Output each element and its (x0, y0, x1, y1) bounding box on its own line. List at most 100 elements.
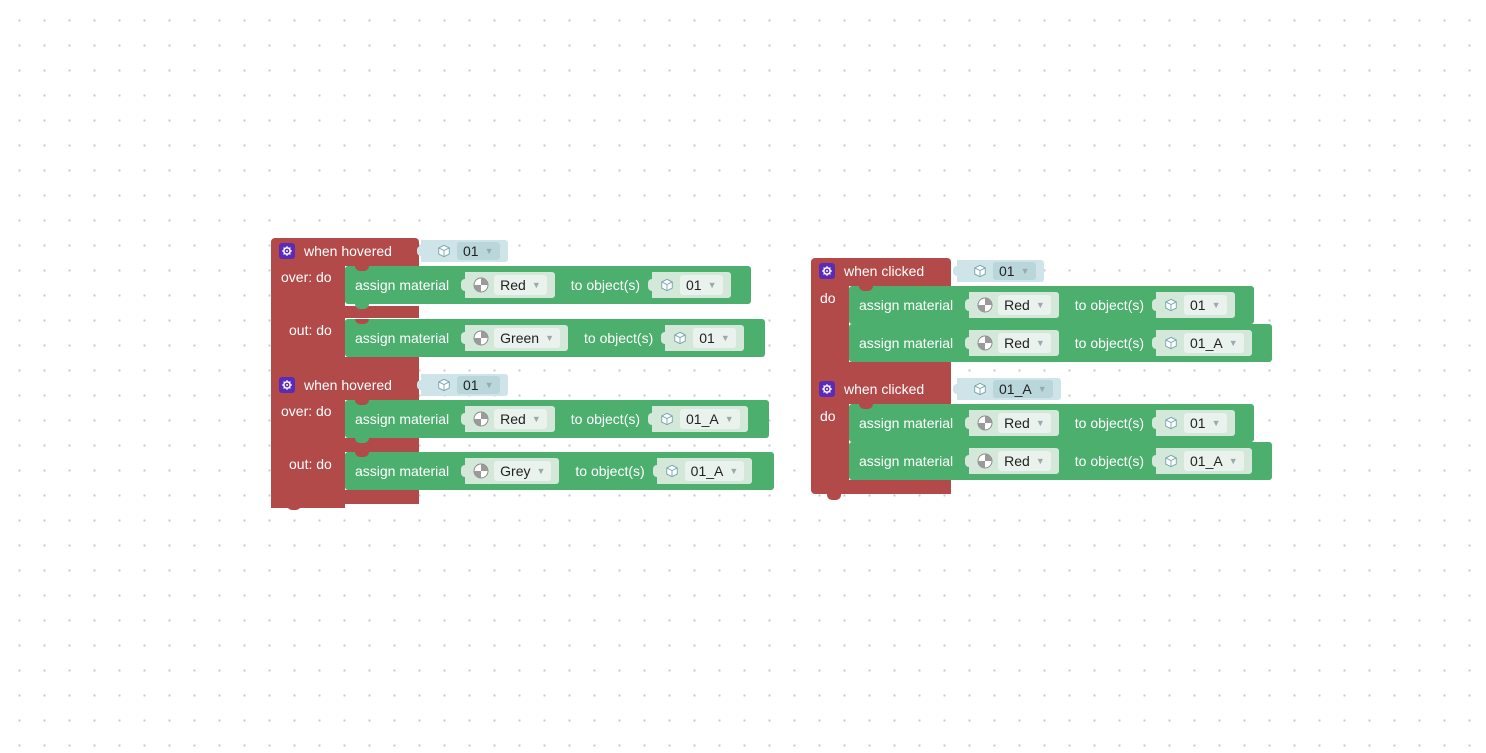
material-field[interactable]: Green▼ (461, 325, 568, 351)
event-object-field[interactable]: 01▼ (417, 240, 508, 262)
target-object-field[interactable]: 01_A▼ (648, 406, 748, 432)
material-dropdown[interactable]: Grey▼ (494, 461, 552, 481)
cube-icon (973, 382, 987, 396)
do-label: do (820, 290, 836, 306)
chevron-down-icon: ▼ (484, 380, 494, 390)
target-object-field[interactable]: 01▼ (1152, 410, 1235, 436)
event-header[interactable]: when hovered (271, 238, 419, 264)
to-objects-label: to object(s) (570, 277, 641, 293)
event-object-field[interactable]: 01▼ (417, 374, 508, 396)
cube-icon (1164, 454, 1178, 468)
cube-icon (665, 464, 679, 478)
assign-material-block[interactable]: assign material Grey▼ to object(s) 01_A▼ (345, 452, 774, 495)
over-do-label: over: do (281, 269, 332, 285)
target-object-dropdown[interactable]: 01_A▼ (1184, 333, 1244, 353)
to-objects-label: to object(s) (1074, 453, 1145, 469)
event-header[interactable]: when clicked (811, 258, 951, 284)
assign-material-label: assign material (859, 415, 954, 431)
event-body (811, 284, 849, 376)
cube-icon (660, 278, 674, 292)
event-body (811, 402, 849, 482)
cog-icon[interactable] (819, 263, 835, 279)
event-body (271, 398, 345, 508)
material-dropdown[interactable]: Red▼ (494, 275, 547, 295)
material-ball-icon (977, 453, 993, 469)
material-dropdown[interactable]: Red▼ (998, 333, 1051, 353)
chevron-down-icon: ▼ (531, 280, 541, 290)
to-objects-label: to object(s) (575, 463, 645, 479)
cog-icon[interactable] (279, 243, 295, 259)
chevron-down-icon: ▼ (1211, 418, 1221, 428)
event-arm (345, 398, 419, 400)
target-object-field[interactable]: 01▼ (648, 272, 731, 298)
assign-material-block[interactable]: assign material Red▼ to object(s) 01_A▼ (849, 324, 1272, 367)
material-field[interactable]: Red▼ (461, 272, 555, 298)
target-object-field[interactable]: 01_A▼ (652, 458, 753, 484)
to-objects-label: to object(s) (1074, 415, 1145, 431)
out-do-label: out: do (289, 456, 332, 472)
target-object-field[interactable]: 01▼ (661, 325, 744, 351)
assign-material-block[interactable]: assign material Green▼ to object(s) 01▼ (345, 319, 765, 362)
event-object-field[interactable]: 01▼ (953, 260, 1044, 282)
to-objects-label: to object(s) (570, 411, 641, 427)
event-object-field[interactable]: 01_A▼ (953, 378, 1061, 400)
chevron-down-icon: ▼ (707, 280, 717, 290)
chevron-down-icon: ▼ (1228, 338, 1238, 348)
target-object-dropdown[interactable]: 01▼ (1184, 413, 1227, 433)
chevron-down-icon: ▼ (1035, 456, 1045, 466)
object-dropdown[interactable]: 01▼ (457, 376, 500, 394)
target-object-dropdown[interactable]: 01▼ (693, 328, 736, 348)
assign-material-block[interactable]: assign material Red▼ to object(s) 01_A▼ (345, 400, 769, 443)
event-arm (849, 402, 951, 404)
material-dropdown[interactable]: Red▼ (998, 413, 1051, 433)
chevron-down-icon: ▼ (720, 333, 730, 343)
target-object-dropdown[interactable]: 01_A▼ (1184, 451, 1244, 471)
target-object-dropdown[interactable]: 01▼ (1184, 295, 1227, 315)
material-dropdown[interactable]: Red▼ (998, 295, 1051, 315)
event-arm (345, 357, 419, 372)
assign-material-block[interactable]: assign material Red▼ to object(s) 01_A▼ (849, 442, 1272, 485)
assign-material-label: assign material (355, 330, 450, 346)
target-object-field[interactable]: 01_A▼ (1152, 448, 1252, 474)
cube-icon (1164, 298, 1178, 312)
chevron-down-icon: ▼ (1228, 456, 1238, 466)
target-object-dropdown[interactable]: 01▼ (680, 275, 723, 295)
material-field[interactable]: Red▼ (461, 406, 555, 432)
material-dropdown[interactable]: Red▼ (494, 409, 547, 429)
cube-icon (437, 244, 451, 258)
object-dropdown[interactable]: 01▼ (993, 262, 1036, 280)
object-dropdown[interactable]: 01_A▼ (993, 380, 1053, 398)
cog-icon[interactable] (819, 381, 835, 397)
object-dropdown[interactable]: 01▼ (457, 242, 500, 260)
material-field[interactable]: Grey▼ (461, 458, 560, 484)
cog-icon[interactable] (279, 377, 295, 393)
material-dropdown[interactable]: Green▼ (494, 328, 560, 348)
cube-icon (673, 331, 687, 345)
assign-material-block[interactable]: assign material Red▼ to object(s) 01▼ (345, 266, 751, 309)
chevron-down-icon: ▼ (1035, 338, 1045, 348)
material-field[interactable]: Red▼ (965, 410, 1059, 436)
target-object-field[interactable]: 01_A▼ (1152, 330, 1252, 356)
out-do-label: out: do (289, 322, 332, 338)
event-header[interactable]: when clicked (811, 376, 951, 402)
material-ball-icon (473, 330, 489, 346)
target-object-dropdown[interactable]: 01_A▼ (684, 461, 745, 481)
chevron-down-icon: ▼ (1211, 300, 1221, 310)
event-header[interactable]: when hovered (271, 372, 419, 398)
material-field[interactable]: Red▼ (965, 292, 1059, 318)
material-field[interactable]: Red▼ (965, 330, 1059, 356)
assign-material-block[interactable]: assign material Red▼ to object(s) 01▼ (849, 404, 1254, 447)
target-object-dropdown[interactable]: 01_A▼ (680, 409, 740, 429)
to-objects-label: to object(s) (584, 330, 654, 346)
chevron-down-icon: ▼ (531, 414, 541, 424)
material-field[interactable]: Red▼ (965, 448, 1059, 474)
chevron-down-icon: ▼ (484, 246, 494, 256)
assign-material-label: assign material (859, 453, 954, 469)
assign-material-block[interactable]: assign material Red▼ to object(s) 01▼ (849, 286, 1254, 329)
material-dropdown[interactable]: Red▼ (998, 451, 1051, 471)
material-ball-icon (473, 277, 489, 293)
assign-material-label: assign material (859, 297, 954, 313)
chevron-down-icon: ▼ (1020, 266, 1030, 276)
cube-icon (1164, 336, 1178, 350)
target-object-field[interactable]: 01▼ (1152, 292, 1235, 318)
